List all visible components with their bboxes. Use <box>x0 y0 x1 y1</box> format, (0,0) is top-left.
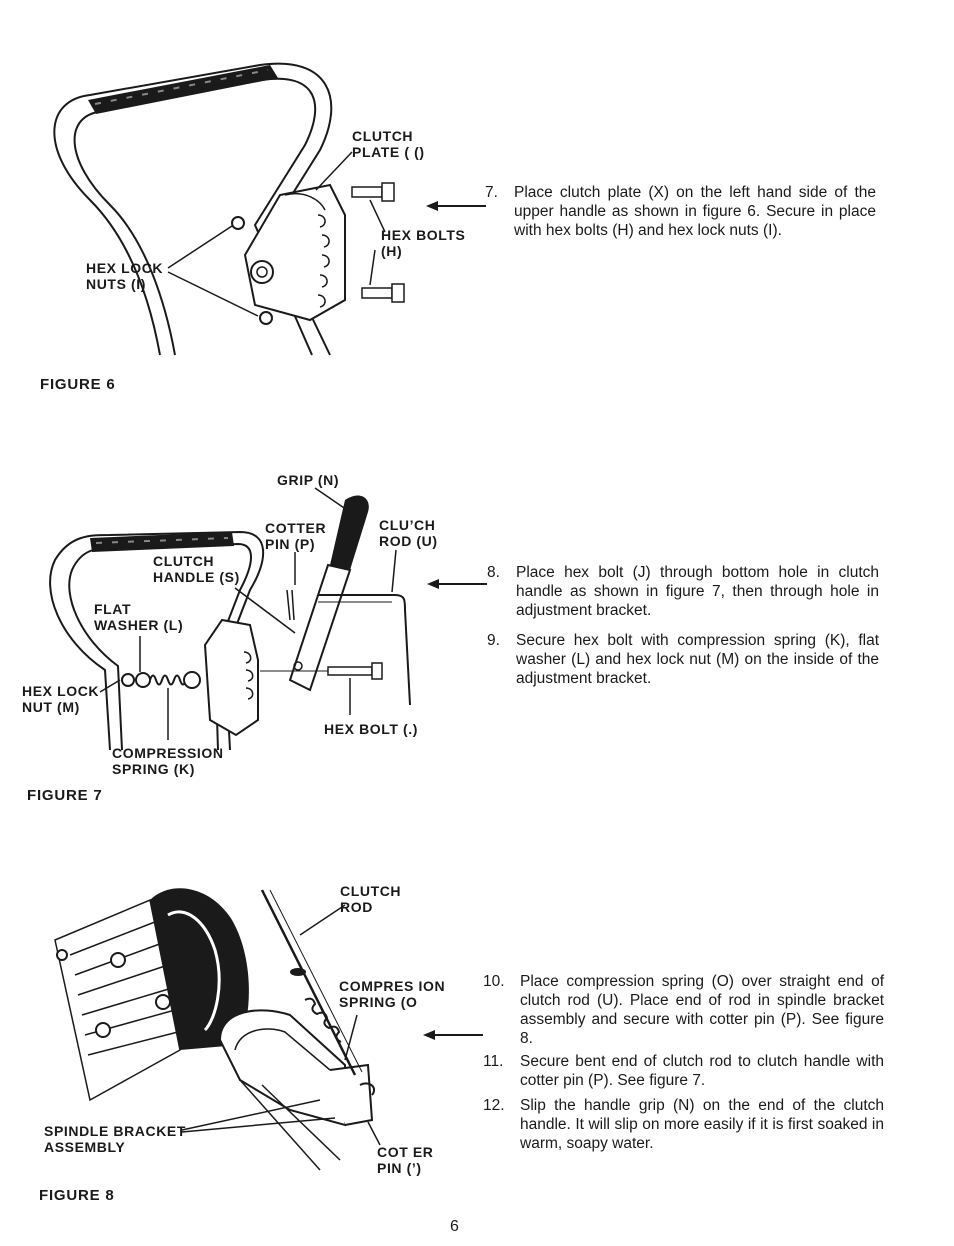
figure-7-illustration <box>49 487 411 751</box>
label-cotter-pin-fig8: COT ER PIN (’) <box>377 1144 434 1176</box>
label-clutch-rod-fig8: CLUTCH ROD <box>340 883 402 915</box>
label-grip: GRIP (N) <box>277 472 340 488</box>
step-number: 8. <box>487 564 500 581</box>
step-number: 7. <box>485 184 498 201</box>
label-compression-spring: COMPRESSION SPRING (K) <box>112 745 224 777</box>
figure-7-caption: FIGURE 7 <box>27 787 103 804</box>
label-clutch-rod: CLU’CH ROD (U) <box>379 517 438 549</box>
step-11: 11. Secure bent end of clutch rod to clu… <box>483 1052 885 1092</box>
figure-6-caption: FIGURE 6 <box>40 376 116 393</box>
label-hex-lock-nut: HEX LOCK NUT (M) <box>22 683 100 715</box>
arrow-step-10-icon <box>423 1030 483 1040</box>
step-text: Secure bent end of clutch rod to clutch … <box>520 1053 884 1089</box>
step-7: 7. Place clutch plate (X) on the left ha… <box>485 183 878 243</box>
step-10: 10. Place compression spring (O) over st… <box>483 972 885 1052</box>
arrow-step-7-icon <box>426 201 486 211</box>
label-clutch-plate: CLUTCH PLATE ( () <box>352 128 425 160</box>
step-number: 11. <box>483 1053 504 1070</box>
step-12: 12. Slip the handle grip (N) on the end … <box>483 1096 885 1156</box>
step-text: Slip the handle grip (N) on the end of t… <box>520 1097 884 1152</box>
page-number: 6 <box>450 1218 459 1235</box>
step-number: 12. <box>483 1097 505 1114</box>
figure-6-illustration <box>53 62 405 356</box>
label-clutch-handle: CLUTCH HANDLE (S) <box>153 553 240 585</box>
label-hex-bolts: HEX BOLTS (H) <box>381 227 466 259</box>
label-hex-bolt: HEX BOLT (.) <box>324 721 419 737</box>
step-text: Place hex bolt (J) through bottom hole i… <box>516 564 879 619</box>
step-text: Place compression spring (O) over straig… <box>520 973 884 1047</box>
label-hex-lock-nuts: HEX LOCK NUTS (I) <box>86 260 164 292</box>
step-9: 9. Secure hex bolt with compression spri… <box>487 631 880 691</box>
step-text: Place clutch plate (X) on the left hand … <box>514 184 876 239</box>
step-number: 10. <box>483 973 505 990</box>
label-flat-washer: FLAT WASHER (L) <box>94 601 184 633</box>
step-number: 9. <box>487 632 500 649</box>
step-8: 8. Place hex bolt (J) through bottom hol… <box>487 563 880 623</box>
label-compression-spring-fig8: COMPRES ION SPRING (O <box>339 978 446 1010</box>
step-text: Secure hex bolt with compression spring … <box>516 632 879 687</box>
arrow-step-8-icon <box>427 579 487 589</box>
label-cotter-pin: COTTER PIN (P) <box>265 520 327 552</box>
label-spindle-bracket: SPINDLE BRACKET ASSEMBLY <box>44 1123 187 1155</box>
figure-8-caption: FIGURE 8 <box>39 1187 115 1204</box>
figure-8-illustration <box>54 888 381 1171</box>
